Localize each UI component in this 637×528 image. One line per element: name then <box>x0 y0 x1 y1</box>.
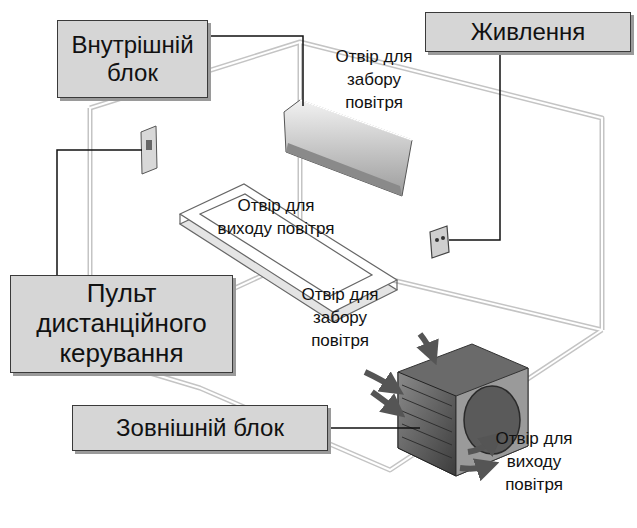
air-in-arrow <box>420 334 432 354</box>
callout-text: Зовнішній блок <box>116 414 284 442</box>
airflow-arrows <box>365 334 494 469</box>
leader-line <box>328 427 420 429</box>
indoor-unit <box>284 100 412 196</box>
leader-line <box>449 52 500 240</box>
callout-text: Внутрішній блок <box>58 31 207 86</box>
opening-label: Отвір для забору повітря <box>326 46 422 115</box>
opening-label: Отвір для забору повітря <box>292 284 388 353</box>
callout-text: Пульт дистанційного керування <box>11 279 232 369</box>
callout-box: Пульт дистанційного керування <box>10 275 233 373</box>
opening-label: Отвір для виходу повітря <box>208 195 344 241</box>
remote-control <box>141 126 157 174</box>
callout-text: Живлення <box>471 18 586 46</box>
opening-label: Отвір для виходу повітря <box>478 428 590 497</box>
air-in-arrow <box>372 392 396 410</box>
air-out-arrow <box>460 466 488 469</box>
callout-box: Внутрішній блок <box>57 20 208 98</box>
air-in-arrow <box>365 372 394 388</box>
leader-line <box>207 36 303 106</box>
leader-line <box>57 150 142 275</box>
callout-box: Живлення <box>425 12 631 52</box>
air-out-arrow <box>468 440 494 452</box>
callout-box: Зовнішній блок <box>72 405 328 451</box>
power-socket <box>430 226 449 258</box>
